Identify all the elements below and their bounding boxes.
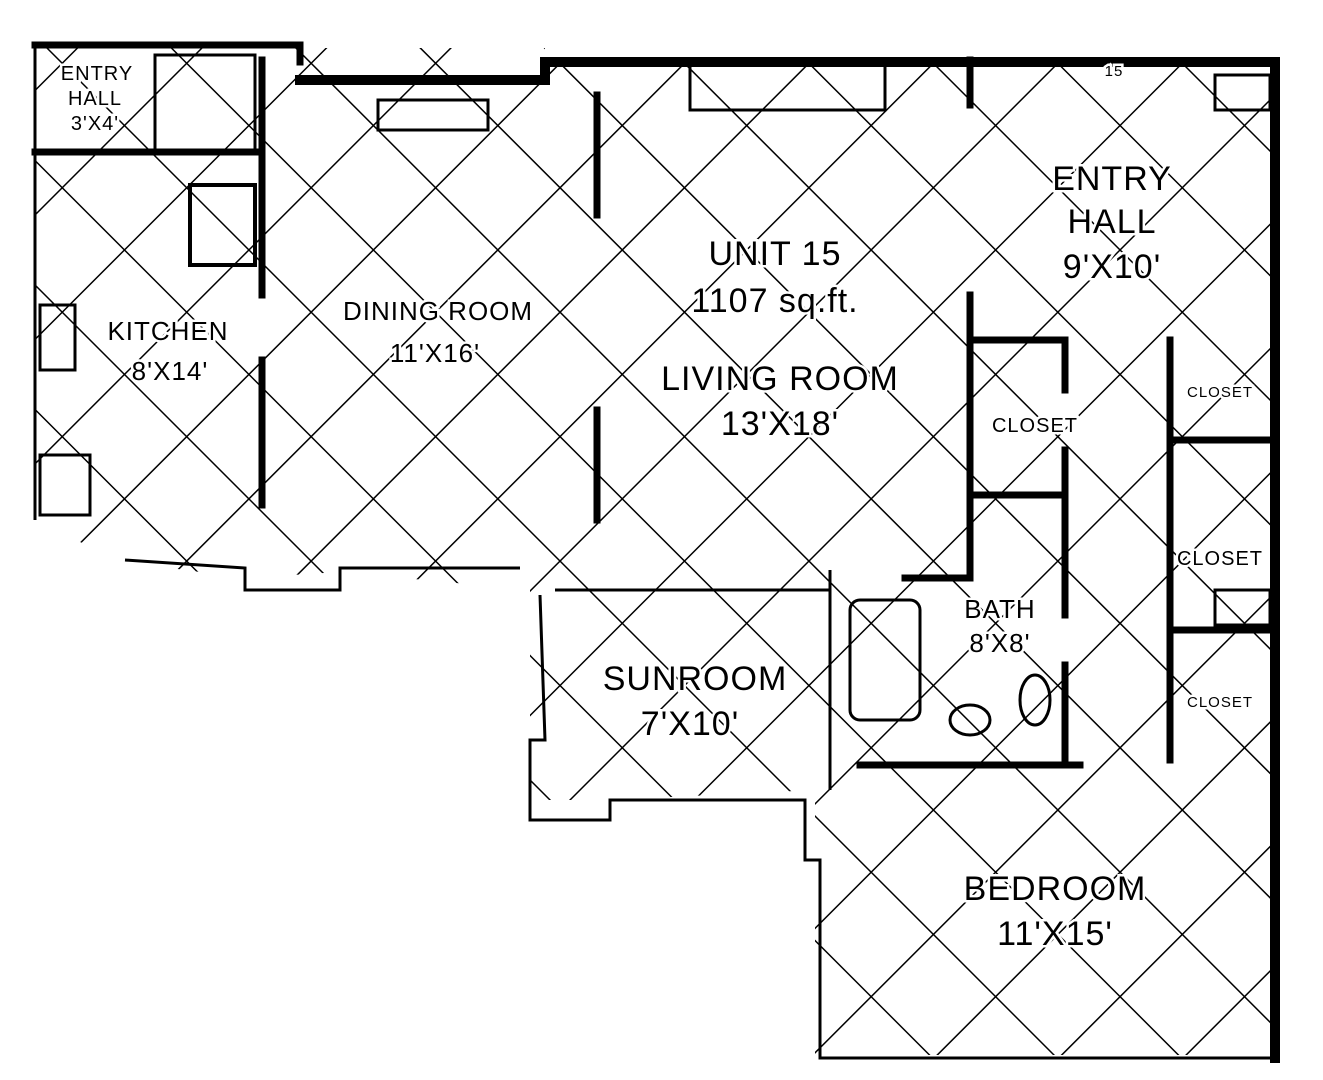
dining-room-label: DINING ROOM bbox=[343, 296, 533, 326]
walls bbox=[31, 41, 1280, 1063]
living-room-size: 13'X18' bbox=[721, 405, 839, 443]
closet-label: CLOSET bbox=[1187, 694, 1253, 711]
bath-size: 8'X8' bbox=[969, 628, 1030, 658]
closet-label: CLOSET bbox=[1187, 384, 1253, 401]
unit-name: UNIT 15 bbox=[709, 235, 842, 273]
dining-room-size: 11'X16' bbox=[390, 338, 480, 368]
bath-label: BATH bbox=[964, 594, 1035, 624]
closet-label: CLOSET bbox=[992, 415, 1078, 437]
sunroom-label: SUNROOM bbox=[603, 660, 788, 698]
room-labels: ENTRY HALL 3'X4' KITCHEN 8'X14' DINING R… bbox=[58, 61, 1264, 956]
entry-hall-small-size: 3'X4' bbox=[71, 113, 119, 135]
entry-hall-small-label-2: HALL bbox=[68, 88, 122, 110]
bedroom-size: 11'X15' bbox=[997, 915, 1113, 953]
entry-hall-size: 9'X10' bbox=[1063, 248, 1161, 286]
unit-marker: 15 bbox=[1105, 63, 1124, 80]
entry-hall-small-label: ENTRY bbox=[61, 63, 133, 85]
sunroom-size: 7'X10' bbox=[641, 705, 739, 743]
entry-hall-label-2: HALL bbox=[1067, 203, 1156, 241]
closet-label: CLOSET bbox=[1177, 548, 1263, 570]
kitchen-size: 8'X14' bbox=[132, 356, 209, 386]
entry-hall-label: ENTRY bbox=[1052, 160, 1172, 198]
unit-area: 1107 sq.ft. bbox=[691, 282, 858, 320]
living-room-label: LIVING ROOM bbox=[661, 360, 899, 398]
bedroom-label: BEDROOM bbox=[964, 870, 1147, 908]
kitchen-label: KITCHEN bbox=[107, 316, 228, 346]
